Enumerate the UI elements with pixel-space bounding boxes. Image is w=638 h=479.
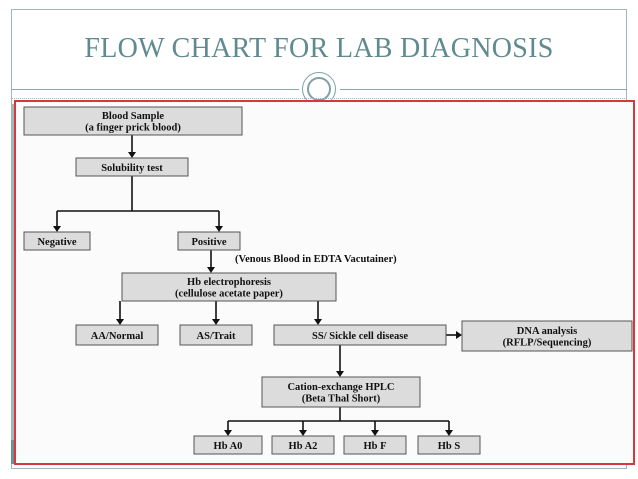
title-rule-left [11, 89, 299, 90]
node-negative: Negative [23, 231, 91, 251]
venous-blood-annotation: (Venous Blood in EDTA Vacutainer) [235, 254, 397, 265]
left-accent-strip [11, 104, 15, 440]
node-label: AA/Normal [91, 331, 144, 342]
node-label: Solubility test [101, 163, 163, 174]
node-as-trait: AS/Trait [179, 324, 253, 346]
node-label: Blood Sample [102, 111, 164, 122]
left-accent-strip-dark [11, 440, 15, 464]
dotted-divider [11, 98, 627, 99]
node-hb-electrophoresis: Hb electrophoresis(cellulose acetate pap… [121, 272, 337, 302]
node-label: Hb electrophoresis [187, 277, 271, 288]
node-label: Negative [37, 237, 76, 248]
arrowhead-icon [336, 371, 344, 377]
node-cation-exchange-hplc: Cation-exchange HPLC(Beta Thal Short) [261, 376, 421, 408]
connectors [53, 135, 462, 436]
node-label: (cellulose acetate paper) [175, 289, 283, 300]
arrowhead-icon [299, 430, 307, 436]
arrowhead-icon [456, 331, 462, 339]
node-label: Hb S [438, 441, 461, 452]
title-rule-right [340, 89, 627, 90]
node-aa-normal: AA/Normal [75, 324, 159, 346]
node-label: (RFLP/Sequencing) [503, 338, 592, 349]
arrowhead-icon [128, 152, 136, 158]
arrowhead-icon [207, 267, 215, 273]
arrowhead-icon [215, 226, 223, 232]
arrowhead-icon [445, 430, 453, 436]
node-blood-sample: Blood Sample(a finger prick blood) [23, 106, 243, 136]
node-label: AS/Trait [197, 331, 236, 342]
node-label: SS/ Sickle cell disease [312, 331, 408, 342]
node-label: DNA analysis [517, 326, 577, 337]
node-dna-analysis: DNA analysis(RFLP/Sequencing) [461, 320, 633, 352]
node-label: (Beta Thal Short) [302, 394, 381, 405]
arrowhead-icon [314, 319, 322, 325]
node-ss-sickle-cell: SS/ Sickle cell disease [273, 324, 447, 346]
arrowhead-icon [53, 226, 61, 232]
slide-title: FLOW CHART FOR LAB DIAGNOSIS [84, 33, 554, 64]
node-positive: Positive [177, 231, 241, 251]
node-label: Hb F [363, 441, 386, 452]
arrowhead-icon [371, 430, 379, 436]
node-hb-a0: Hb A0 [193, 435, 263, 455]
node-label: Positive [192, 237, 227, 248]
node-label: Hb A2 [289, 441, 318, 452]
node-label: Cation-exchange HPLC [287, 382, 394, 393]
node-hb-s: Hb S [417, 435, 481, 455]
node-hb-f: Hb F [343, 435, 407, 455]
node-hb-a2: Hb A2 [271, 435, 335, 455]
arrowhead-icon [212, 319, 220, 325]
node-label: Hb A0 [214, 441, 243, 452]
node-solubility-test: Solubility test [75, 157, 189, 177]
arrowhead-icon [116, 319, 124, 325]
node-label: (a finger prick blood) [85, 123, 181, 134]
arrowhead-icon [224, 430, 232, 436]
